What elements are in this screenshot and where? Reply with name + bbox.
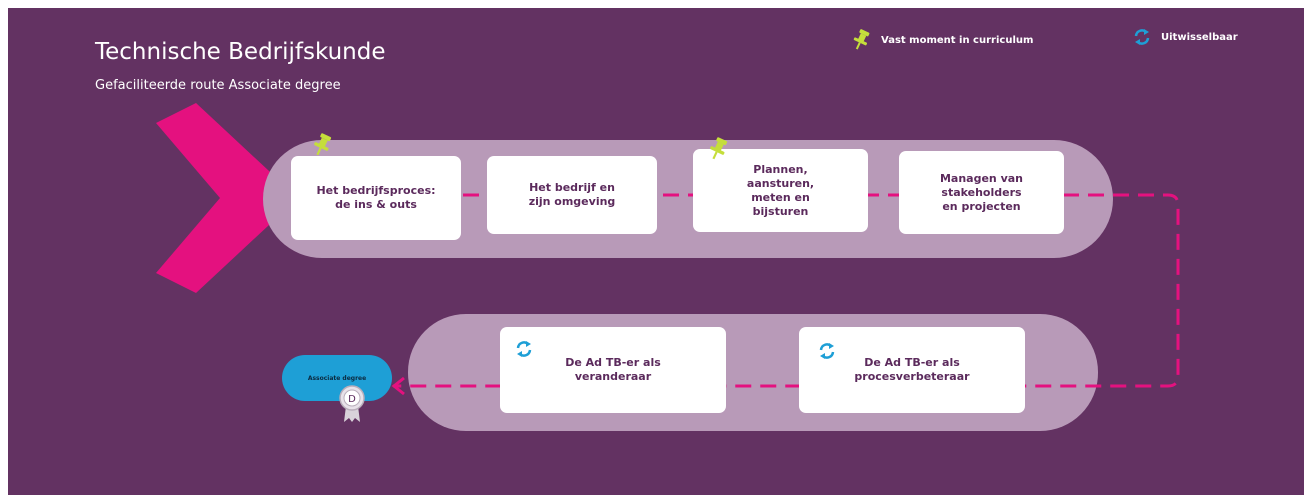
course-card-bedrijfsproces[interactable]: Het bedrijfsproces: de ins & outs [291,156,461,240]
course-label: Het bedrijf en zijn omgeving [528,181,616,208]
course-label: De Ad TB-er als veranderaar [565,356,661,383]
course-label: Managen van stakeholders en projecten [939,171,1024,213]
legend-exchangeable: Uitwisselbaar [1133,28,1238,46]
legend-fixed-moment: Vast moment in curriculum [851,28,1033,52]
legend-label: Vast moment in curriculum [881,34,1034,46]
swap-arrows-icon [1134,29,1150,45]
page-subtitle: Gefaciliteerde route Associate degree [95,78,341,93]
page-title: Technische Bedrijfskunde [95,39,386,65]
pushpin-icon [314,133,332,156]
start-chevron [156,103,298,293]
course-card-bedrijf-omgeving[interactable]: Het bedrijf en zijn omgeving [487,156,657,234]
course-label: De Ad TB-er als procesverbeteraar [854,356,970,383]
pushpin-icon [853,29,870,50]
course-card-managen[interactable]: Managen van stakeholders en projecten [899,151,1064,234]
course-label: Het bedrijfsproces: de ins & outs [316,184,436,211]
course-card-plannen[interactable]: Plannen, aansturen, meten en bijsturen [693,149,868,232]
course-label: Plannen, aansturen, meten en bijsturen [746,162,815,218]
diagram-panel: Technische Bedrijfskunde Gefaciliteerde … [8,8,1304,495]
diploma-medal-icon: D [339,385,365,422]
swap-arrows-icon [819,343,835,359]
legend-label: Uitwisselbaar [1161,31,1238,43]
pushpin-icon [710,137,728,160]
associate-degree-badge: Associate degree [282,355,392,401]
course-card-procesverbeteraar[interactable]: De Ad TB-er als procesverbeteraar [799,327,1025,413]
route-arrowhead [391,376,405,396]
route-line [393,193,1180,388]
course-card-veranderaar[interactable]: De Ad TB-er als veranderaar [500,327,726,413]
swap-arrows-icon [516,341,532,357]
medal-letter: D [348,394,356,405]
badge-label: Associate degree [307,374,367,382]
